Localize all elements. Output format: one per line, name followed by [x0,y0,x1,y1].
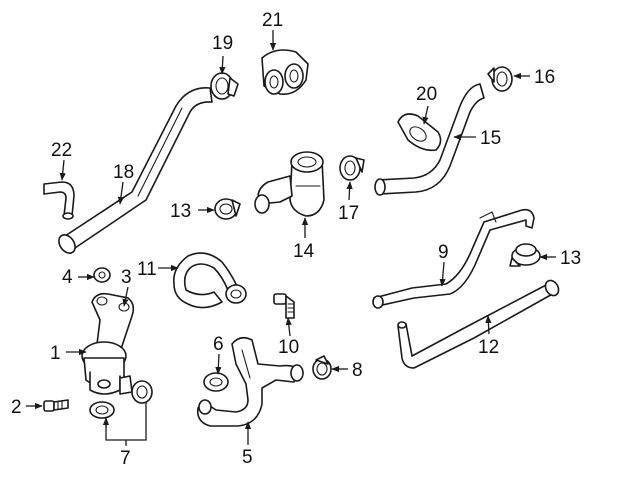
part-21-cap [261,49,309,96]
part-14-housing [254,151,325,217]
part-4-washer [93,267,111,283]
callout-9: 9 [438,242,449,263]
part-3-bracket [91,292,135,353]
callout-19: 19 [212,33,233,54]
part-22-small-hose [43,181,75,220]
part-5-hose [196,336,304,427]
part-13-clamp-right [509,243,541,267]
callout-18: 18 [113,162,134,183]
callout-11: 11 [137,259,157,280]
callout-3: 3 [121,267,132,288]
part-17-clamp [339,155,365,181]
part-12-hose [397,279,560,369]
part-9-pipe [372,208,535,309]
callout-22: 22 [51,140,72,161]
callout-14: 14 [293,241,315,262]
part-13-clamp-left [214,198,241,220]
callout-17: 17 [338,203,359,224]
callout-6: 6 [213,334,224,355]
callout-20: 20 [416,84,437,105]
part-19-clamp [210,72,239,100]
callout-16: 16 [534,67,555,88]
callout-2: 2 [11,397,22,418]
callout-8: 8 [352,360,363,381]
callout-15: 15 [480,128,501,149]
callout-4: 4 [62,267,73,288]
callout-13-right: 13 [560,248,581,269]
part-18-hose [58,87,213,254]
part-16-clamp [487,66,513,92]
part-8-clamp [312,355,332,380]
callout-5: 5 [242,447,253,468]
part-20-seal [397,113,442,152]
callout-13-left: 13 [170,201,191,222]
part-7-clamps [89,380,153,419]
callout-12: 12 [478,337,499,358]
callout-7: 7 [120,448,131,469]
part-10-bolt [273,293,295,319]
callout-21: 21 [262,10,283,31]
callout-10: 10 [278,337,299,358]
leader-lines [26,30,556,446]
part-2-bolt [43,399,69,412]
callout-labels: 1 2 3 4 5 6 7 8 9 10 11 12 13 13 14 15 1… [11,10,581,469]
part-11-hose [172,252,247,309]
callout-1: 1 [50,343,61,364]
part-6-clamp [203,372,229,392]
part-15-hose [374,83,485,196]
part-1-pump [81,341,133,395]
